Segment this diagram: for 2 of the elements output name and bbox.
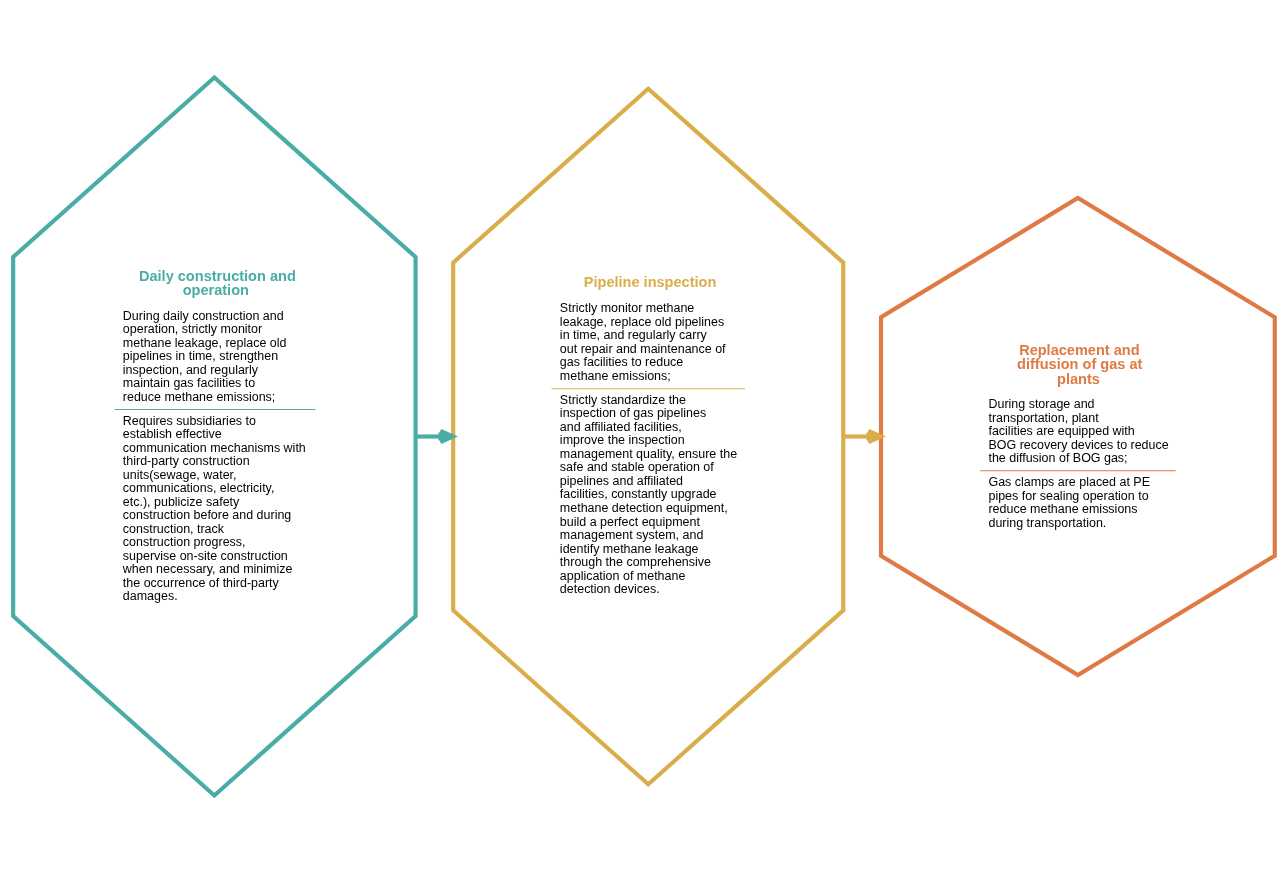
- arrow: [415, 428, 455, 444]
- arrow: [842, 428, 883, 444]
